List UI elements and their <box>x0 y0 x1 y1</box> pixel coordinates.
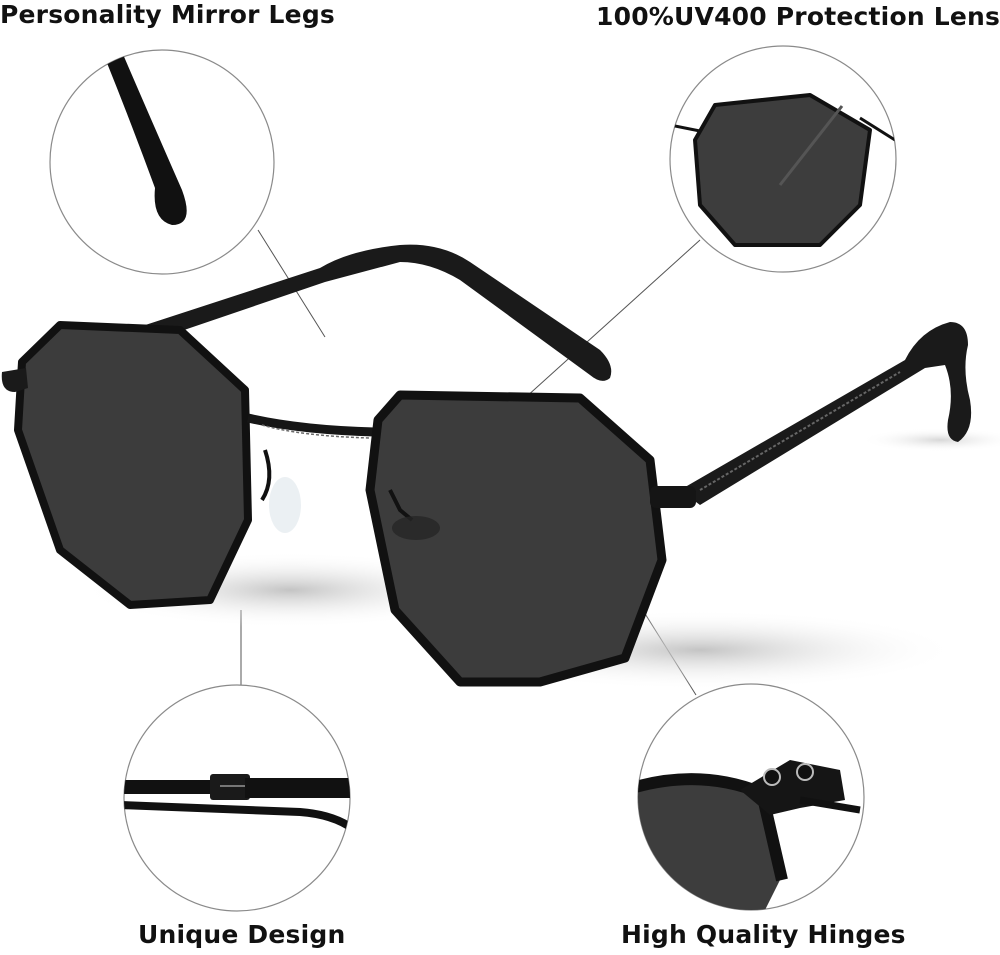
right-hinge <box>650 486 696 508</box>
sunglasses-main <box>1 244 972 687</box>
far-temple-arm <box>130 244 612 381</box>
label-uv-lens: 100%UV400 Protection Lens <box>596 2 1000 31</box>
label-mirror-legs: Personality Mirror Legs <box>0 0 335 29</box>
detail-circle-unique-design <box>123 684 351 912</box>
detail-circle-mirror-legs <box>49 49 275 275</box>
label-unique-design: Unique Design <box>138 920 346 949</box>
right-lens <box>365 390 667 687</box>
bridge <box>246 413 376 437</box>
left-lens <box>14 321 252 609</box>
near-temple-arm <box>680 322 972 505</box>
nose-pad-right <box>392 516 440 540</box>
detail-circle-hinges <box>637 683 865 911</box>
detail-circle-uv-lens <box>669 45 897 273</box>
label-hinges: High Quality Hinges <box>621 920 906 949</box>
nose-pad-left <box>269 477 301 533</box>
